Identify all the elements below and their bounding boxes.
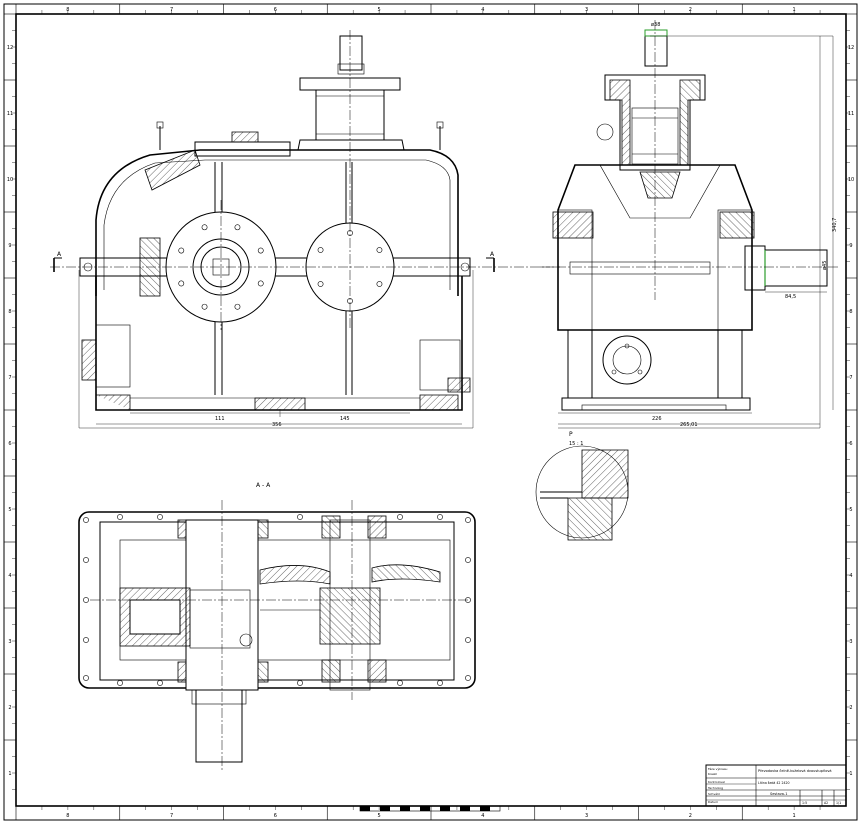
front-dim-left: 111 xyxy=(215,416,225,422)
frame-row-ref: 12 xyxy=(848,45,854,51)
detail-label: P xyxy=(569,431,573,438)
frame-row-ref: 11 xyxy=(848,111,854,117)
title-block-left-rows: Fáze výkresu Kreslil Kontroloval Technol… xyxy=(707,767,728,804)
frame-row-ref: 6 xyxy=(8,441,11,447)
frame-row-ref: 2 xyxy=(849,705,852,711)
tb-sheet: 1/1 xyxy=(836,801,841,805)
title-block: Fáze výkresu Kreslil Kontroloval Technol… xyxy=(705,764,847,807)
tb-row-4: Schválil xyxy=(708,792,720,796)
tb-row-1: Kreslil xyxy=(708,772,717,776)
frame-row-ref: 12 xyxy=(7,45,13,51)
side-dim-shaft-dia: ø45 xyxy=(822,261,828,270)
side-dim-base: 226 xyxy=(652,416,662,422)
section-mark-right: A xyxy=(486,251,495,272)
frame-row-ref: 9 xyxy=(849,243,852,249)
frame-row-ref: 4 xyxy=(8,573,11,579)
frame-col-ref: 5 xyxy=(378,813,381,819)
frame-col-ref: 6 xyxy=(274,813,277,819)
front-view: A A 111 145 356 xyxy=(50,30,560,429)
frame-row-ref: 10 xyxy=(848,177,854,183)
detail-view: P 15 : 1 xyxy=(535,431,629,541)
frame-col-ref: 4 xyxy=(481,813,484,819)
tb-scale: 1:5 xyxy=(802,801,807,805)
frame-row-ref: 7 xyxy=(849,375,852,381)
frame-row-ref: 5 xyxy=(849,507,852,513)
side-dim-top: ø38 xyxy=(651,22,660,28)
frame-row-ref: 4 xyxy=(849,573,852,579)
frame-row-ref: 9 xyxy=(8,243,11,249)
tb-row-0: Fáze výkresu xyxy=(708,767,728,771)
frame-row-ref: 8 xyxy=(8,309,11,315)
tb-doc-number: Sestava-1 xyxy=(770,792,787,796)
tb-row-5: Datum xyxy=(708,800,718,804)
frame-ticks-bottom: 8 7 6 5 4 3 2 1 xyxy=(15,806,821,820)
frame-ticks-left: 12 11 10 9 8 7 6 5 4 3 2 1 xyxy=(4,13,16,790)
frame-row-ref: 6 xyxy=(849,441,852,447)
frame-col-ref: 8 xyxy=(66,813,69,819)
section-a-a: A - A xyxy=(78,482,476,770)
section-mark-left: A xyxy=(53,251,62,272)
frame-row-ref: 11 xyxy=(7,111,13,117)
frame-col-ref: 2 xyxy=(689,813,692,819)
frame-row-ref: 3 xyxy=(849,639,852,645)
scale-bar xyxy=(359,805,501,812)
side-dim-height: 340,7 xyxy=(832,218,838,232)
tb-heading: Převodovka čelně-kuželová dvoustupňová xyxy=(758,769,832,773)
tb-row-2: Kontroloval xyxy=(708,780,725,784)
front-dim-overall: 356 xyxy=(272,422,282,428)
frame-row-ref: 1 xyxy=(8,771,11,777)
side-dim-shaft-len: 84,5 xyxy=(785,294,796,300)
section-mark-right-label: A xyxy=(490,251,495,258)
frame-col-ref: 3 xyxy=(585,813,588,819)
frame-row-ref: 2 xyxy=(8,705,11,711)
front-dim-right: 145 xyxy=(340,416,350,422)
frame-col-ref: 1 xyxy=(793,813,796,819)
tb-material: Litina šedá 42 2420 xyxy=(758,781,790,785)
frame-row-ref: 5 xyxy=(8,507,11,513)
frame-col-ref: 7 xyxy=(170,813,173,819)
frame-row-ref: 1 xyxy=(849,771,852,777)
frame-row-ref: 8 xyxy=(849,309,852,315)
detail-scale: 15 : 1 xyxy=(569,441,583,447)
frame-ticks-right: 12 11 10 9 8 7 6 5 4 3 2 1 xyxy=(846,13,857,790)
frame-row-ref: 3 xyxy=(8,639,11,645)
tb-format: A2 xyxy=(824,801,828,805)
tb-row-3: Technolog xyxy=(707,786,723,790)
side-dim-overall: 265,01 xyxy=(680,422,698,428)
frame-row-ref: 7 xyxy=(8,375,11,381)
section-title: A - A xyxy=(256,482,271,489)
side-view: ø38 34 xyxy=(540,20,840,429)
frame-row-ref: 10 xyxy=(7,177,13,183)
section-mark-left-label: A xyxy=(57,251,62,258)
